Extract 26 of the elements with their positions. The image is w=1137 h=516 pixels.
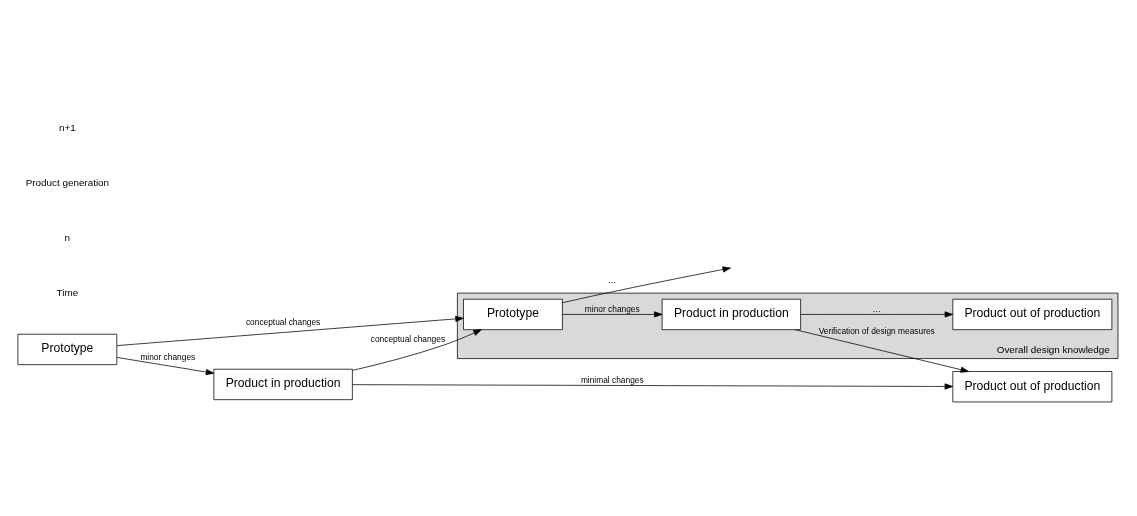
- edge-label: …: [872, 303, 881, 314]
- node-box: Prototype: [17, 333, 118, 365]
- node-box: Product in production: [213, 368, 353, 400]
- arrow: [562, 310, 663, 317]
- arrow: [794, 328, 969, 373]
- node-box: Product in production: [661, 298, 801, 330]
- node-box: Product out of production: [952, 298, 1113, 330]
- arrow: [116, 315, 464, 346]
- node-box: Product out of production: [952, 370, 1113, 402]
- label: n+1: [58, 121, 76, 133]
- edge-label: conceptual changes: [245, 316, 321, 327]
- arrow: [116, 356, 215, 375]
- arrow: [800, 310, 953, 317]
- arrow: [352, 382, 953, 389]
- edge-label: Verification of design measures: [818, 325, 935, 336]
- label: Product generation: [25, 176, 110, 188]
- edge-label: …: [608, 274, 617, 285]
- edge-label: minor changes: [584, 303, 640, 314]
- arrow: [352, 328, 482, 371]
- edge-label: minimal changes: [580, 374, 644, 385]
- label: n: [64, 231, 71, 243]
- edge-label: conceptual changes: [370, 333, 446, 344]
- node-box: Prototype: [463, 298, 563, 330]
- label: Time: [56, 286, 79, 298]
- edge-label: minor changes: [140, 351, 196, 362]
- arrow: [562, 265, 731, 303]
